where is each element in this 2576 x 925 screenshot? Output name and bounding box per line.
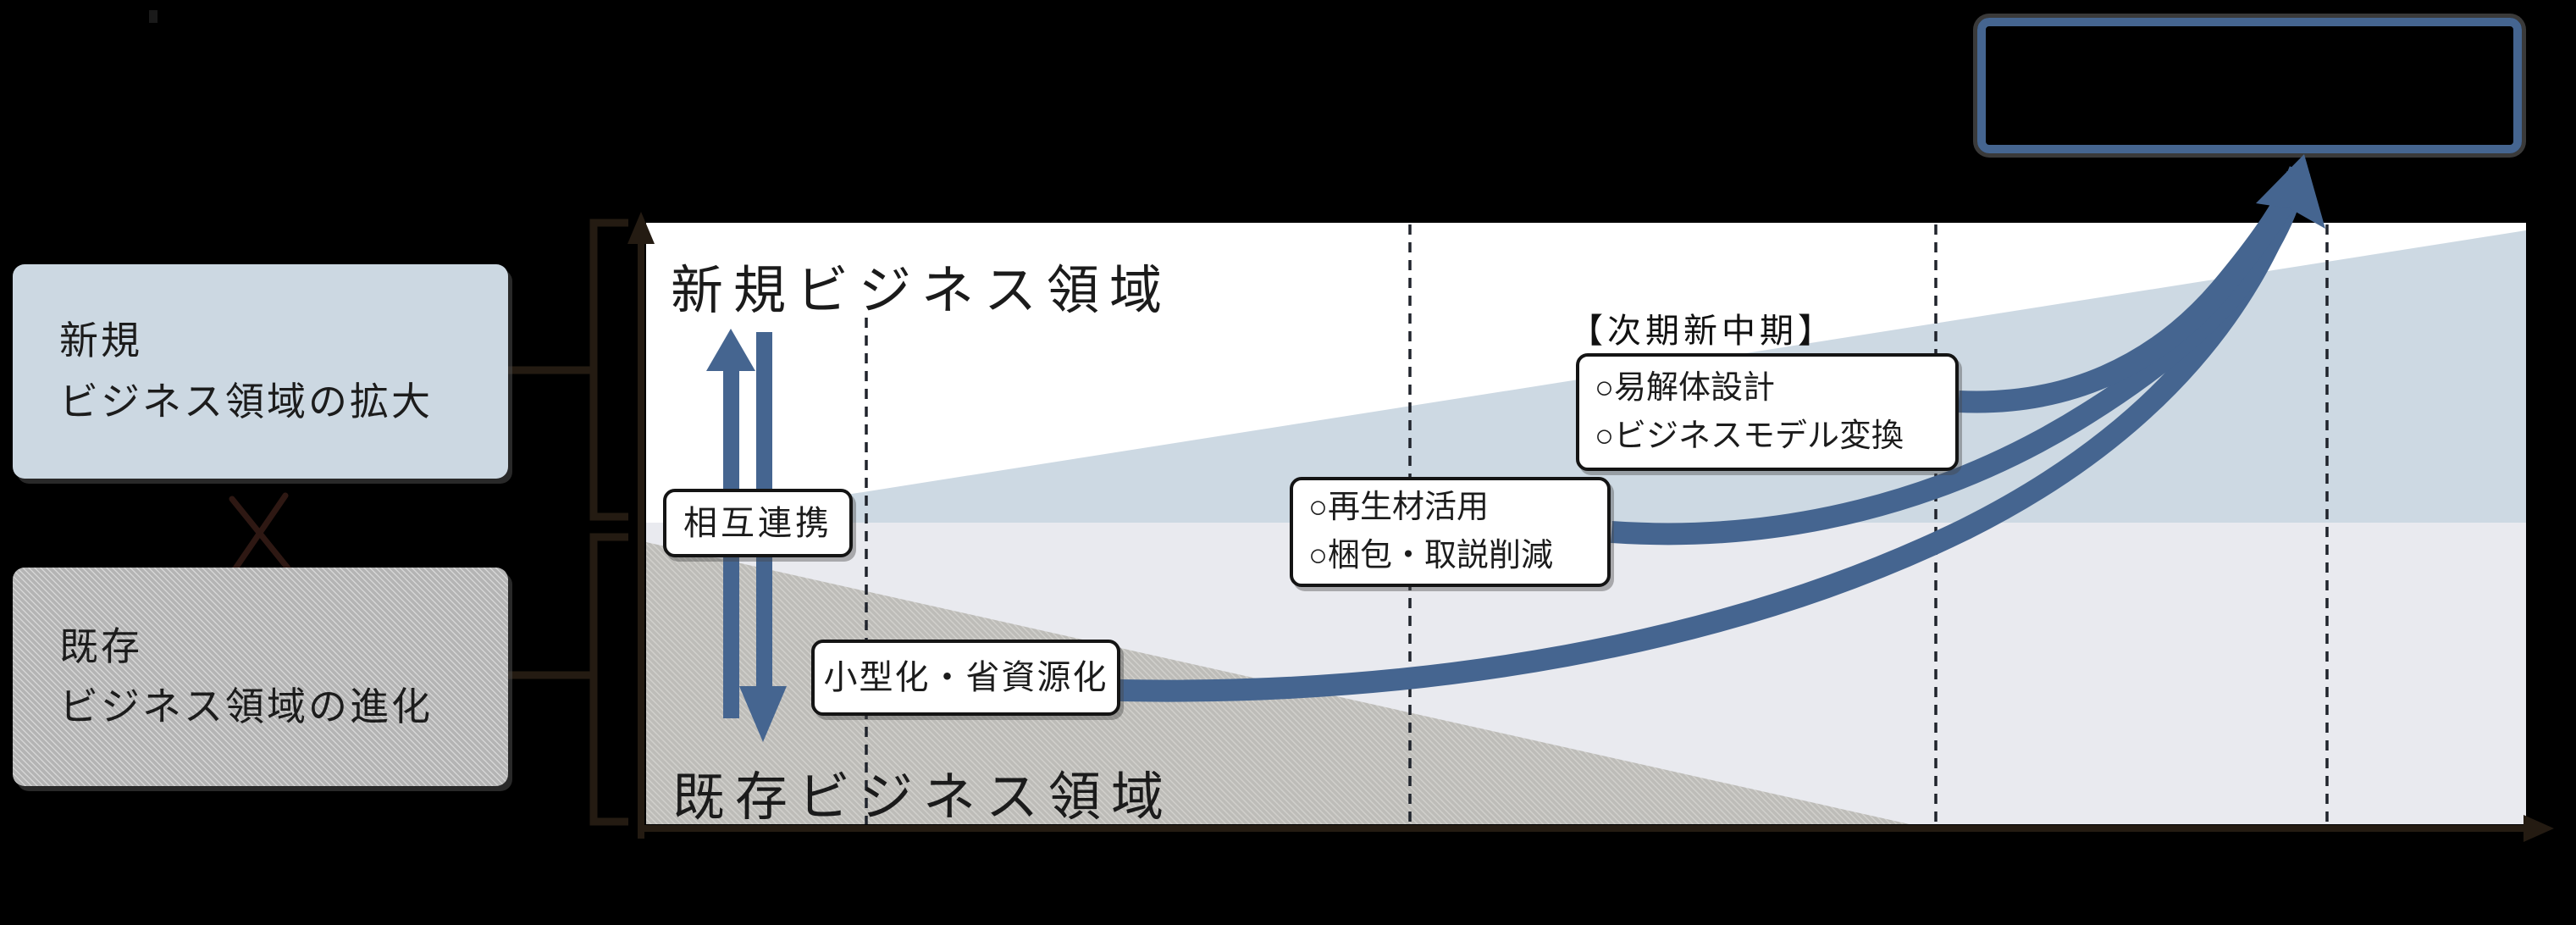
new-business-line1: 新規 (59, 318, 142, 363)
new-area-title: 新規ビジネス領域 (671, 262, 1173, 320)
recycled-line2: ○梱包・取説削減 (1308, 538, 1553, 573)
mutual-cooperation-label: 相互連携 (683, 504, 832, 542)
existing-business-panel-box: 既存 ビジネス領域の進化 (13, 568, 508, 786)
stray-mark (149, 10, 158, 23)
existing-business-line2: ビジネス領域の進化 (59, 684, 433, 728)
down-arrow-icon (739, 686, 787, 742)
existing-area-title: 既存ビジネス領域 (672, 768, 1175, 827)
bracket-top (589, 219, 628, 521)
up-arrow-icon (706, 329, 755, 371)
next-midterm-line2: ○ビジネスモデル変換 (1595, 418, 1904, 454)
x-axis-arrow-icon (2523, 815, 2554, 842)
curve-next-midterm (1958, 166, 2311, 413)
bracket-bottom (589, 533, 628, 826)
curves-arrowhead-icon (2256, 154, 2325, 229)
next-midterm-line1: ○易解体設計 (1595, 369, 1775, 406)
recycled-callout: ○再生材活用 ○梱包・取説削減 (1290, 477, 1611, 587)
new-business-panel-box: 新規 ビジネス領域の拡大 (13, 264, 508, 479)
existing-business-line1: 既存 (59, 623, 142, 668)
new-business-line2: ビジネス領域の拡大 (59, 379, 433, 424)
next-midterm-callout: ○易解体設計 ○ビジネスモデル変換 (1576, 353, 1959, 471)
cross-mark (229, 492, 292, 574)
target-box (1977, 18, 2522, 153)
downsizing-label: 小型化・省資源化 (823, 659, 1108, 696)
recycled-line1: ○再生材活用 (1308, 490, 1489, 525)
downsizing-callout: 小型化・省資源化 (811, 640, 1120, 716)
mutual-cooperation-callout: 相互連携 (663, 489, 853, 557)
grouping-brackets (506, 219, 628, 826)
next-midterm-heading: 【次期新中期】 (1569, 313, 1836, 350)
y-axis-arrow-icon (627, 212, 655, 244)
